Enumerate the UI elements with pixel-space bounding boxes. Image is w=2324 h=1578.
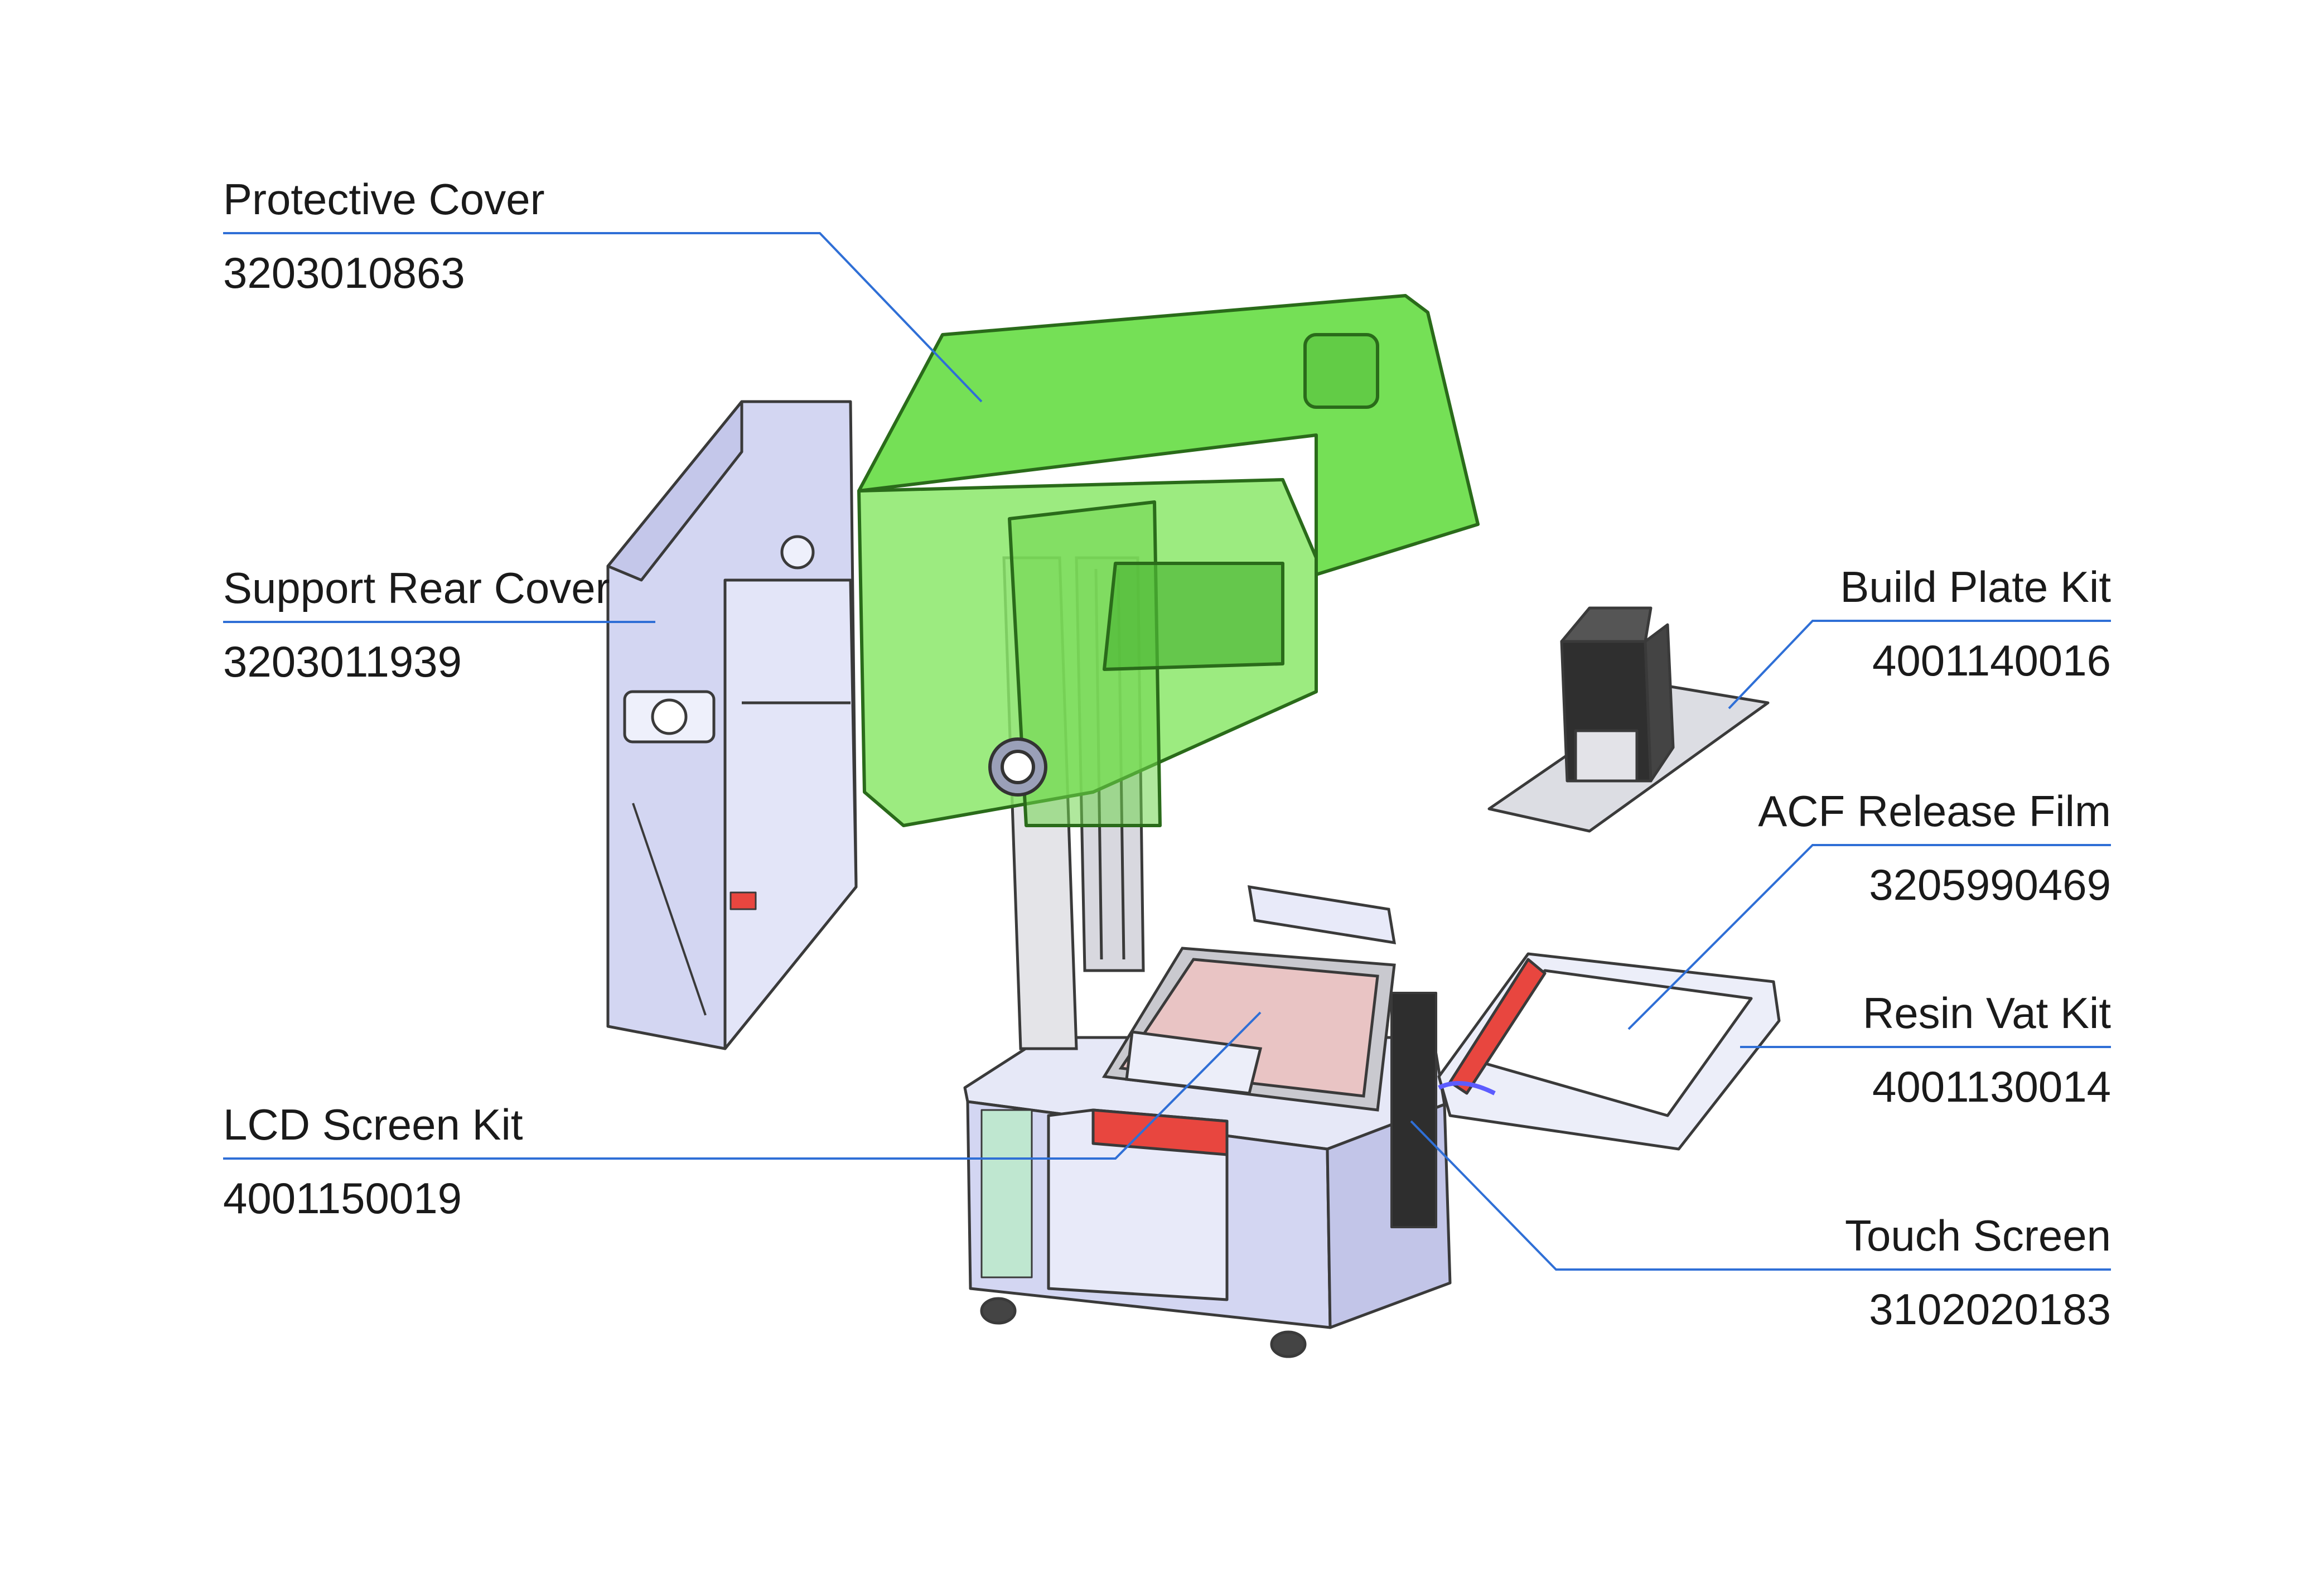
support-rear-cover-part [606,400,858,1050]
support-rear-cover-label: Support Rear Cover [223,563,610,612]
lcd-screen-part [1101,885,1397,1112]
leader-lines [223,232,2111,1271]
leader-lcd-screen-kit [223,1011,1262,1160]
protective-cover-part [857,294,1480,827]
lcd-screen-kit-part-number: 4001150019 [223,1174,462,1223]
resin-vat-kit-part-number: 4001130014 [1872,1062,2111,1111]
leader-touch-screen [1410,1120,2111,1271]
support-rear-cover-part-number: 3203011939 [223,637,462,686]
acf-release-film-part-number: 3205990469 [1869,860,2111,909]
build-plate-kit-label: Build Plate Kit [1840,562,2111,611]
acf-release-film-label: ACF Release Film [1758,786,2111,836]
leader-protective-cover [223,232,983,403]
protective-cover-part-number: 3203010863 [223,248,465,297]
build-plate-kit-part-number: 4001140016 [1872,636,2111,685]
lcd-screen-kit-label: LCD Screen Kit [223,1100,523,1149]
resin-vat-kit-label: Resin Vat Kit [1862,988,2111,1037]
leader-build-plate-kit [1728,620,2111,710]
resin-vat-part [1437,952,1781,1151]
touch-screen-label: Touch Screen [1845,1211,2111,1260]
touch-screen-part-number: 3102020183 [1869,1285,2111,1334]
build-plate-part [1487,606,1770,833]
protective-cover-label: Protective Cover [223,175,545,224]
leader-acf-release-film [1627,844,2111,1030]
